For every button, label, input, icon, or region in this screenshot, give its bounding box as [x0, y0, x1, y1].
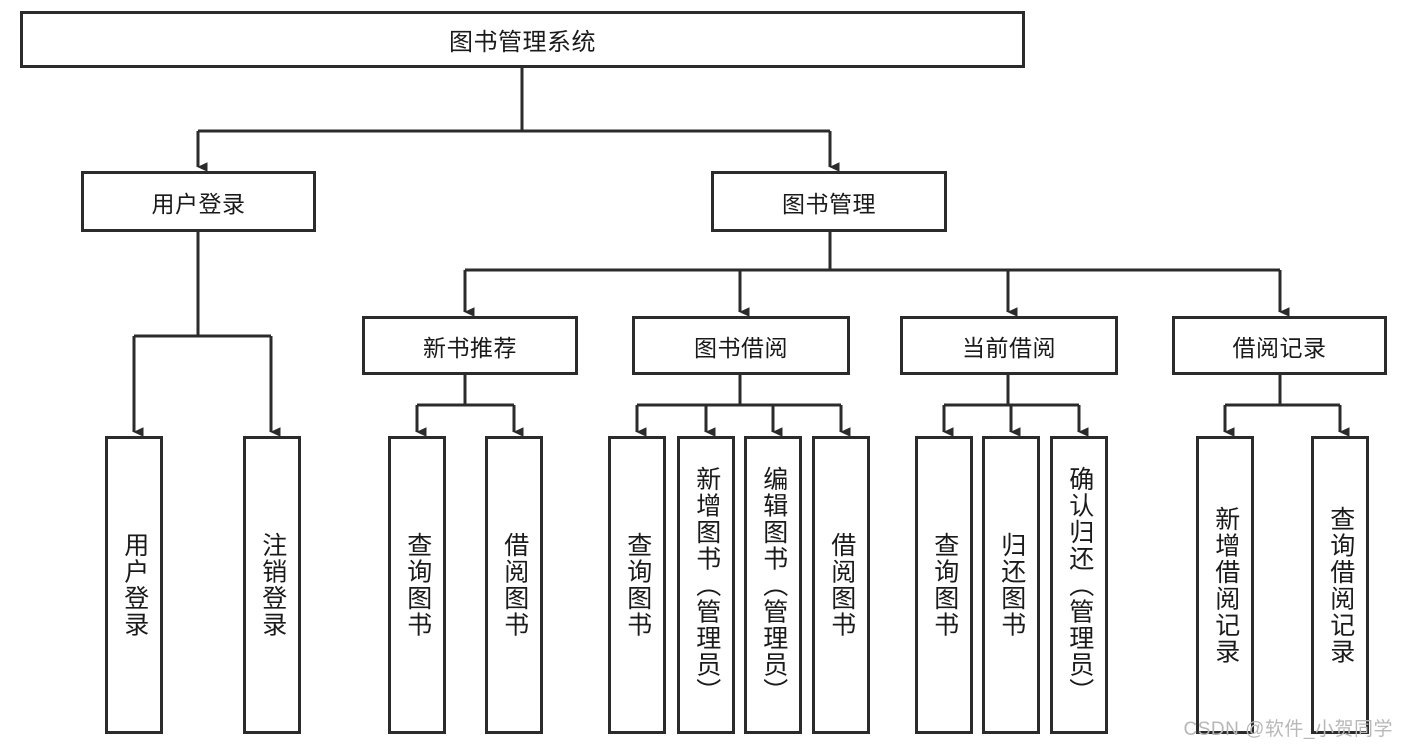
node-root-book-management-system[interactable]: 图书管理系统 [20, 11, 1025, 68]
leaf-new-book-recommend-1[interactable]: 查询图书 [388, 436, 446, 734]
leaf-borrow-record-1-label: 新增借阅记录 [1211, 505, 1240, 665]
leaf-current-borrow-1-label: 查询图书 [930, 532, 959, 638]
leaf-borrow-record-2-label: 查询借阅记录 [1326, 505, 1355, 665]
node-book-management-label: 图书管理 [782, 190, 876, 217]
node-user-login[interactable]: 用户登录 [81, 171, 316, 232]
leaf-new-book-recommend-2[interactable]: 借阅图书 [485, 436, 543, 734]
leaf-borrow-record-1-wrap: 新增借阅记录 [1199, 439, 1251, 731]
leaf-user-login-2-wrap: 注销登录 [246, 439, 298, 731]
leaf-current-borrow-2[interactable]: 归还图书 [982, 436, 1040, 734]
node-current-borrow-label: 当前借阅 [962, 334, 1056, 361]
leaf-book-borrow-3[interactable]: 编辑图书（管理员） [744, 436, 802, 734]
leaf-current-borrow-1-wrap: 查询图书 [918, 439, 970, 731]
leaf-book-borrow-4-label: 借阅图书 [827, 532, 856, 638]
leaf-book-borrow-1[interactable]: 查询图书 [608, 436, 666, 734]
leaf-new-book-recommend-1-wrap: 查询图书 [391, 439, 443, 731]
leaf-user-login-1[interactable]: 用户登录 [105, 436, 163, 734]
node-new-book-recommend[interactable]: 新书推荐 [362, 316, 578, 375]
leaf-new-book-recommend-2-label: 借阅图书 [500, 532, 529, 638]
node-book-management[interactable]: 图书管理 [711, 171, 947, 232]
node-root-label: 图书管理系统 [449, 29, 596, 56]
leaf-book-borrow-4[interactable]: 借阅图书 [812, 436, 870, 734]
leaf-current-borrow-2-wrap: 归还图书 [985, 439, 1037, 731]
leaf-book-borrow-2-wrap: 新增图书（管理员） [680, 439, 732, 731]
leaf-borrow-record-2[interactable]: 查询借阅记录 [1311, 436, 1369, 734]
leaf-book-borrow-1-wrap: 查询图书 [611, 439, 663, 731]
leaf-current-borrow-3-wrap: 确认归还（管理员） [1053, 439, 1105, 731]
leaf-new-book-recommend-2-wrap: 借阅图书 [488, 439, 540, 731]
node-user-login-label: 用户登录 [151, 190, 246, 217]
node-book-borrow[interactable]: 图书借阅 [632, 316, 850, 375]
leaf-user-login-1-wrap: 用户登录 [108, 439, 160, 731]
node-borrow-record-label: 借阅记录 [1232, 334, 1327, 361]
leaf-book-borrow-1-label: 查询图书 [623, 532, 652, 638]
leaf-user-login-2[interactable]: 注销登录 [243, 436, 301, 734]
leaf-current-borrow-3[interactable]: 确认归还（管理员） [1050, 436, 1108, 734]
leaf-book-borrow-3-wrap: 编辑图书（管理员） [747, 439, 799, 731]
node-book-borrow-label: 图书借阅 [694, 334, 788, 361]
node-borrow-record[interactable]: 借阅记录 [1172, 316, 1387, 375]
leaf-current-borrow-2-label: 归还图书 [997, 532, 1026, 638]
leaf-book-borrow-2-label: 新增图书（管理员） [692, 465, 721, 705]
leaf-book-borrow-4-wrap: 借阅图书 [815, 439, 867, 731]
leaf-borrow-record-1[interactable]: 新增借阅记录 [1196, 436, 1254, 734]
leaf-book-borrow-3-label: 编辑图书（管理员） [759, 465, 788, 705]
leaf-current-borrow-3-label: 确认归还（管理员） [1065, 465, 1094, 705]
node-new-book-recommend-label: 新书推荐 [423, 334, 517, 361]
leaf-borrow-record-2-wrap: 查询借阅记录 [1314, 439, 1366, 731]
csdn-watermark: CSDN @软件_小贺同学 [1183, 719, 1393, 740]
node-current-borrow[interactable]: 当前借阅 [900, 316, 1118, 375]
leaf-user-login-1-label: 用户登录 [120, 532, 149, 638]
leaf-user-login-2-label: 注销登录 [258, 532, 287, 638]
leaf-book-borrow-2[interactable]: 新增图书（管理员） [677, 436, 735, 734]
leaf-new-book-recommend-1-label: 查询图书 [403, 532, 432, 638]
leaf-current-borrow-1[interactable]: 查询图书 [915, 436, 973, 734]
